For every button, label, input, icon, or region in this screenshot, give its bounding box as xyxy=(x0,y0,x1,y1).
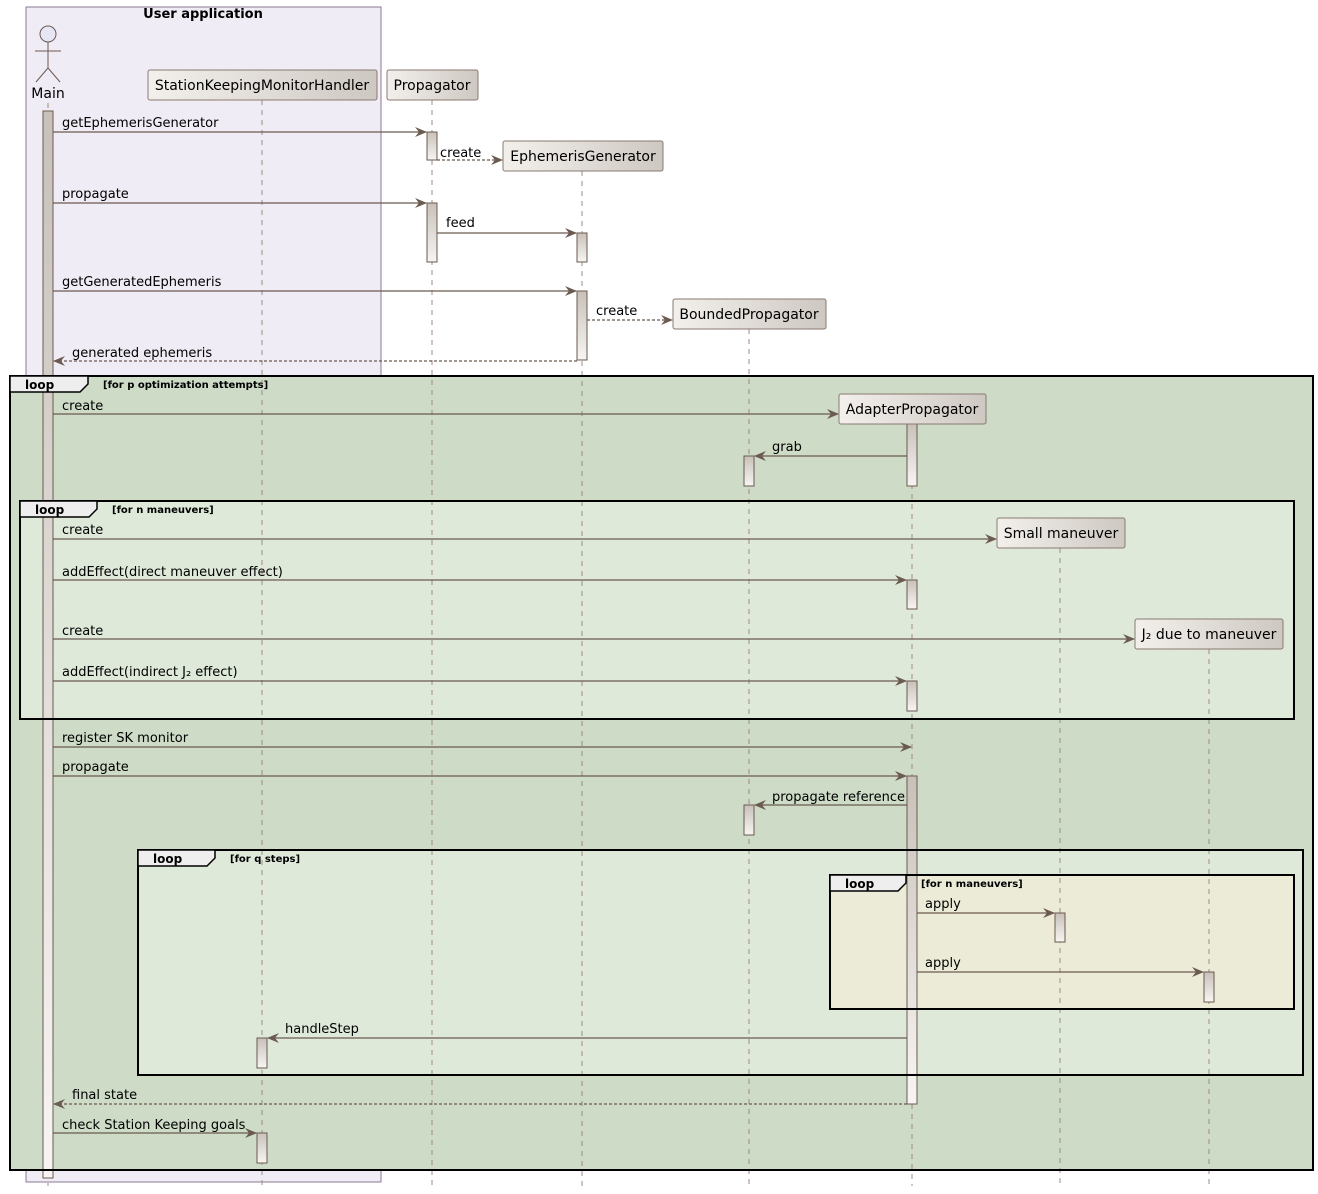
participant-propagator: Propagator xyxy=(386,69,479,101)
message-label: getEphemerisGenerator xyxy=(62,116,219,131)
message-label: propagate xyxy=(62,187,129,202)
user-application-title: User application xyxy=(143,7,263,22)
loop-steps: loop [for q steps] xyxy=(137,849,1304,1076)
message-label: create xyxy=(596,304,637,319)
activation-ephemeris-generator xyxy=(576,290,588,361)
activation-adapter-propagator xyxy=(906,680,918,712)
loop-inner-maneuvers-label: loop xyxy=(845,877,875,891)
activation-bounded-propagator xyxy=(743,804,755,836)
activation-adapter-propagator xyxy=(906,423,918,487)
message-label: addEffect(direct maneuver effect) xyxy=(62,565,283,580)
participant-propagator-label: Propagator xyxy=(394,78,471,94)
participant-adapter-propagator-label: AdapterPropagator xyxy=(846,402,979,418)
participant-adapter-propagator: AdapterPropagator xyxy=(838,393,987,425)
activation-handler xyxy=(256,1132,268,1164)
participant-bounded-propagator: BoundedPropagator xyxy=(672,298,827,330)
activation-handler xyxy=(256,1037,268,1069)
participant-ephemeris-generator: EphemerisGenerator xyxy=(502,140,664,172)
actor-main-icon xyxy=(39,25,57,43)
message-label: create xyxy=(440,146,481,161)
loop-inner-maneuvers-condition: [for n maneuvers] xyxy=(921,879,1023,890)
actor-main-label: Main xyxy=(31,86,64,102)
message-label: check Station Keeping goals xyxy=(62,1118,246,1133)
message-label: addEffect(indirect J₂ effect) xyxy=(62,665,238,680)
participant-small-maneuver-label: Small maneuver xyxy=(1004,526,1119,542)
loop-maneuvers-label: loop xyxy=(35,503,65,517)
message-label: apply xyxy=(925,897,961,912)
message-label: create xyxy=(62,624,103,639)
participant-j2-maneuver: J₂ due to maneuver xyxy=(1134,618,1284,650)
message-label: generated ephemeris xyxy=(72,346,212,361)
message-label: create xyxy=(62,399,103,414)
message-label: propagate reference xyxy=(772,790,905,805)
participant-ephemeris-generator-label: EphemerisGenerator xyxy=(510,149,656,165)
actor-main: Main xyxy=(31,25,65,102)
loop-optimization-label: loop xyxy=(25,378,55,392)
message-label: getGeneratedEphemeris xyxy=(62,275,222,290)
message-label: feed xyxy=(446,216,475,231)
loop-optimization: loop [for p optimization attempts] xyxy=(9,375,1314,1171)
activation-main xyxy=(42,110,54,1179)
activation-j2-maneuver xyxy=(1203,971,1215,1003)
loop-steps-condition: [for q steps] xyxy=(230,854,300,865)
message-label: apply xyxy=(925,956,961,971)
message-label: handleStep xyxy=(285,1022,359,1037)
loop-inner-maneuvers: loop [for n maneuvers] xyxy=(829,874,1295,1010)
message-label: register SK monitor xyxy=(62,731,189,746)
activation-propagator xyxy=(426,202,438,263)
activation-bounded-propagator xyxy=(743,455,755,487)
participant-bounded-propagator-label: BoundedPropagator xyxy=(679,307,818,323)
participant-j2-maneuver-label: J₂ due to maneuver xyxy=(1141,627,1277,643)
message-label: final state xyxy=(72,1088,137,1103)
loop-maneuvers-condition: [for n maneuvers] xyxy=(112,505,214,516)
loop-steps-label: loop xyxy=(153,852,183,866)
loop-maneuvers: loop [for n maneuvers] xyxy=(19,500,1295,720)
message-label: grab xyxy=(772,440,802,455)
message-label: create xyxy=(62,523,103,538)
message-label: propagate xyxy=(62,760,129,775)
activation-small-maneuver xyxy=(1054,912,1066,943)
participant-handler: StationKeepingMonitorHandler xyxy=(147,69,378,101)
activation-adapter-propagator xyxy=(906,775,918,1105)
loop-optimization-condition: [for p optimization attempts] xyxy=(103,380,268,391)
participant-handler-label: StationKeepingMonitorHandler xyxy=(155,78,370,94)
activation-propagator xyxy=(426,131,438,161)
participant-small-maneuver: Small maneuver xyxy=(996,517,1126,549)
activation-adapter-propagator xyxy=(906,579,918,610)
activation-ephemeris-generator xyxy=(576,232,588,263)
